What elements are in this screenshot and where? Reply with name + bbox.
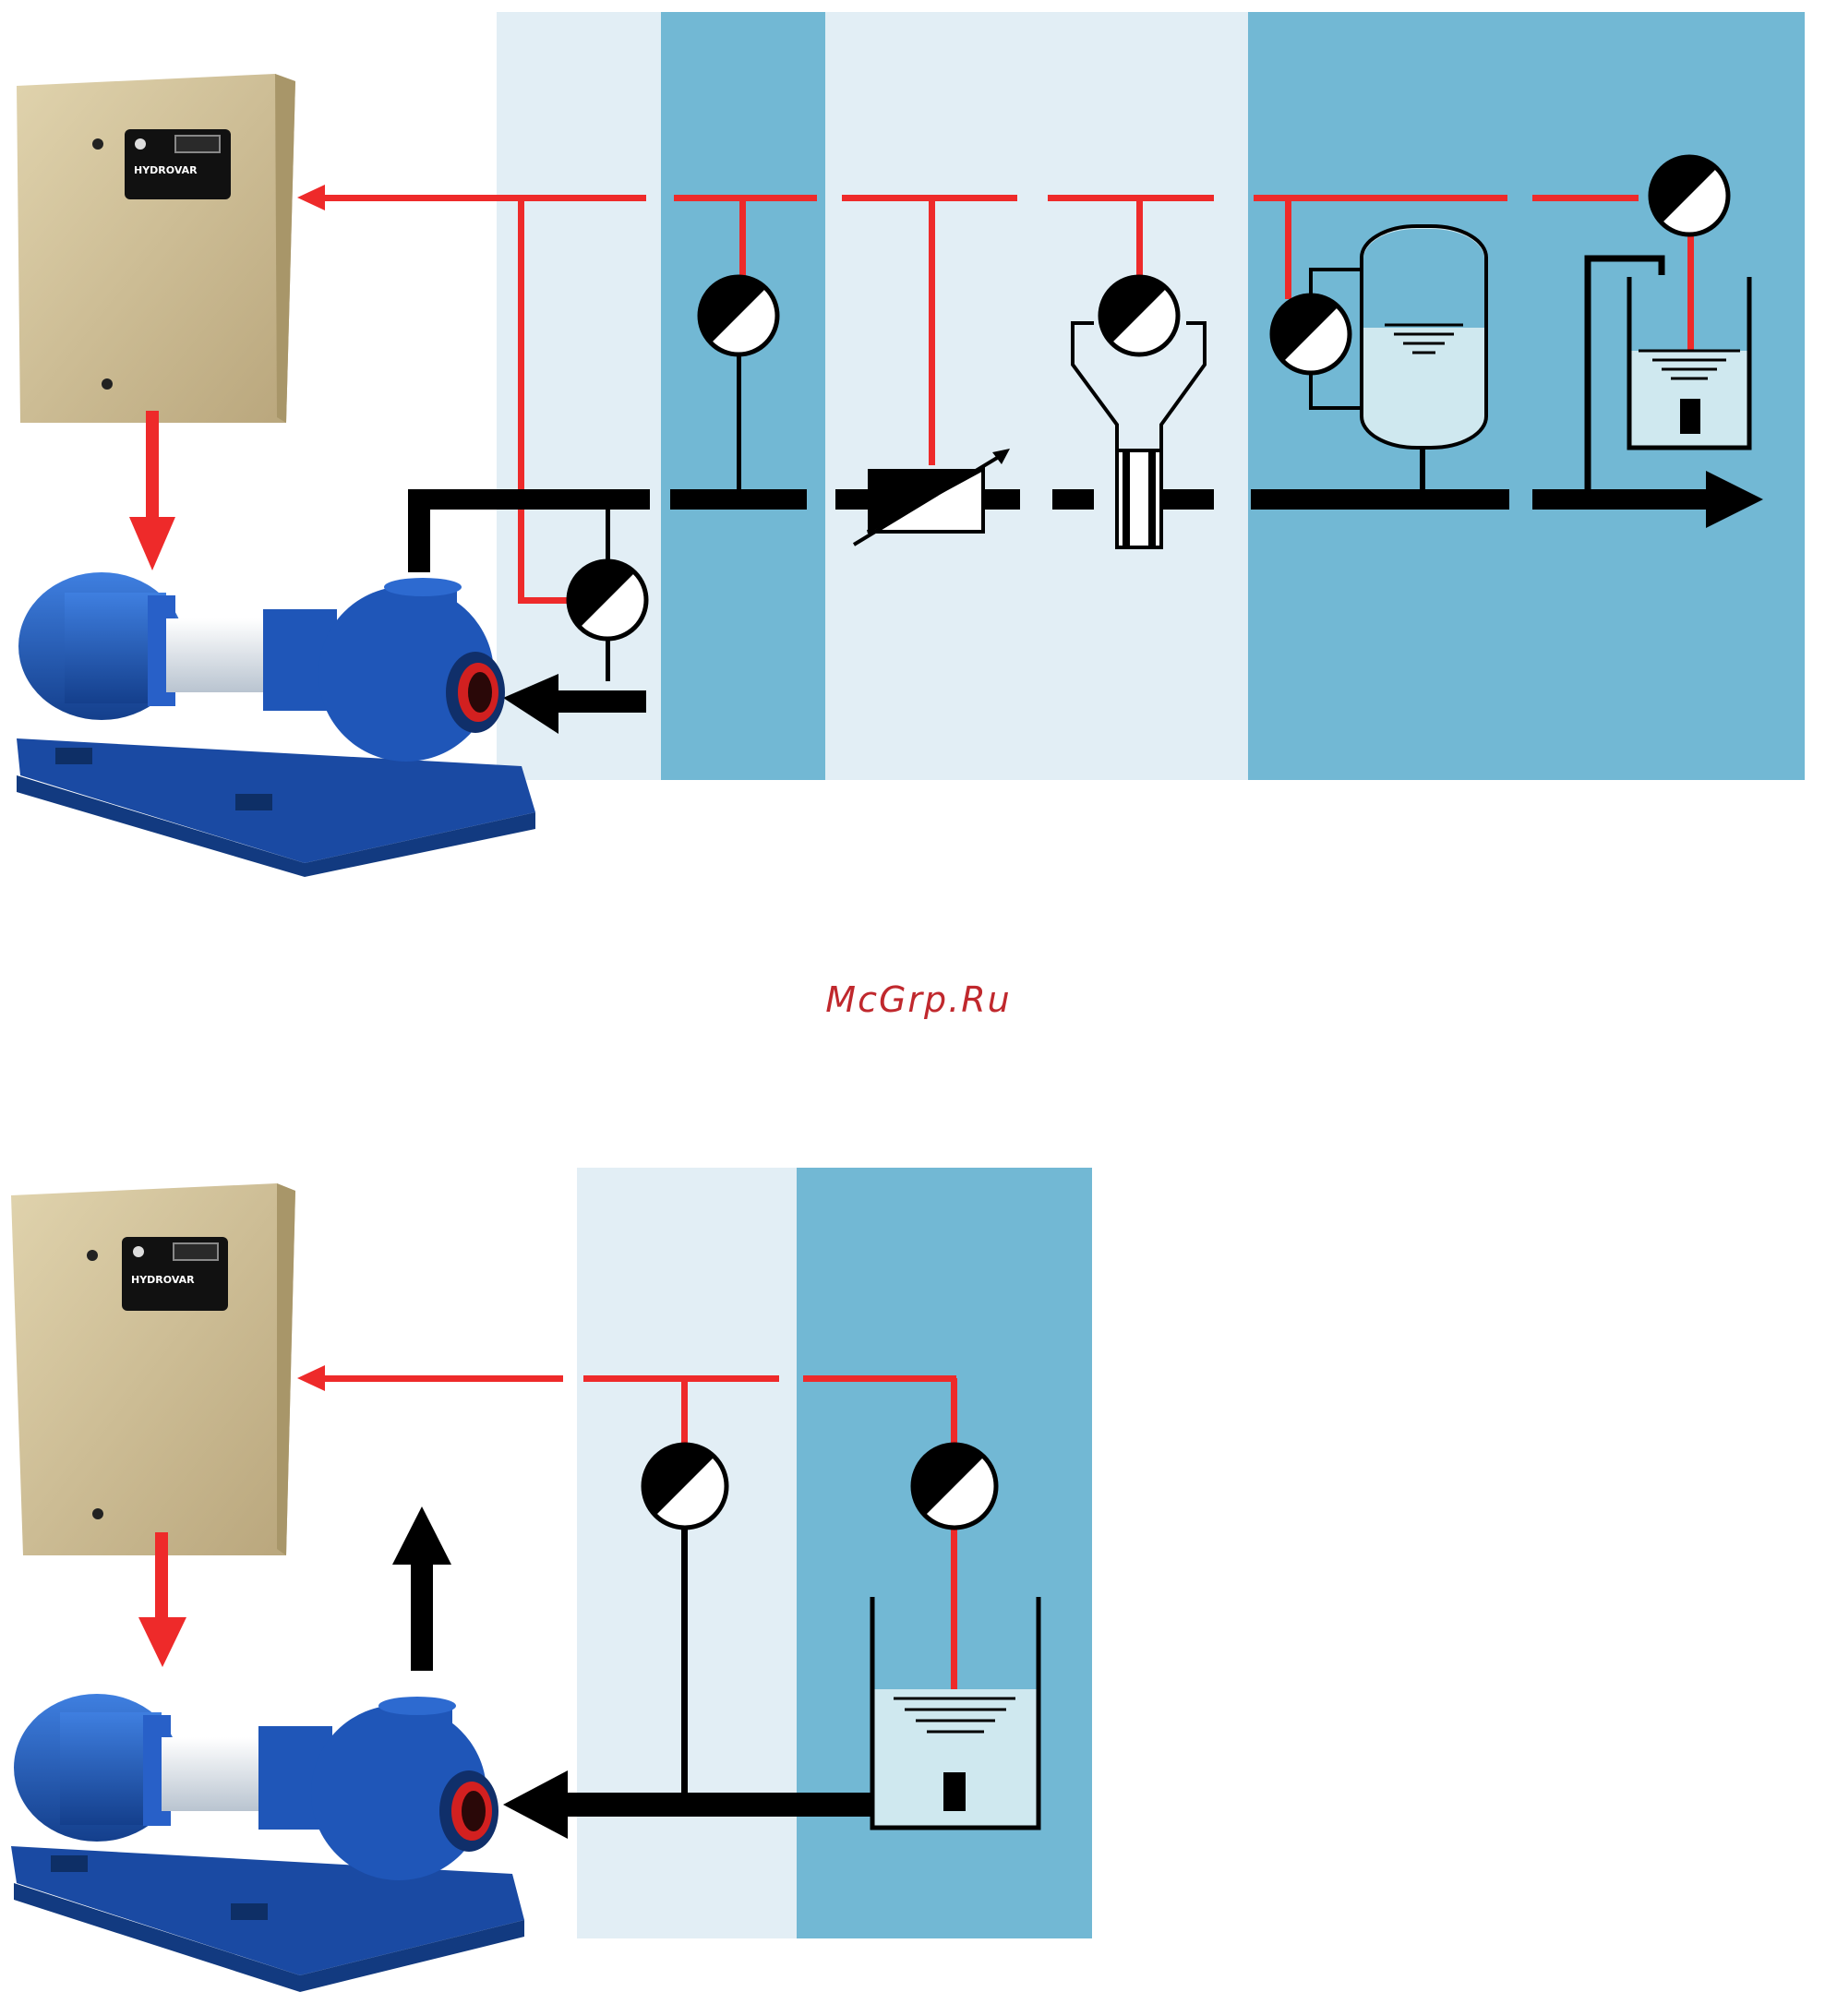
diagram-2: HYDROVAR [11,1168,1092,1992]
panel-3 [825,12,1248,780]
panel-2 [661,12,825,780]
watermark: McGrp.Ru [825,979,1011,1020]
feedback-arrow [392,1506,451,1671]
pump [17,572,535,877]
controller-brand-label-2: HYDROVAR [131,1274,195,1286]
control-signal-arrow [129,411,175,570]
controller-cabinet: HYDROVAR [17,74,295,423]
pump-2 [11,1694,524,1992]
controller-cabinet-2: HYDROVAR [11,1183,295,1555]
controller-brand-label: HYDROVAR [134,164,198,176]
diagram-1: HYDROVAR [17,12,1805,877]
